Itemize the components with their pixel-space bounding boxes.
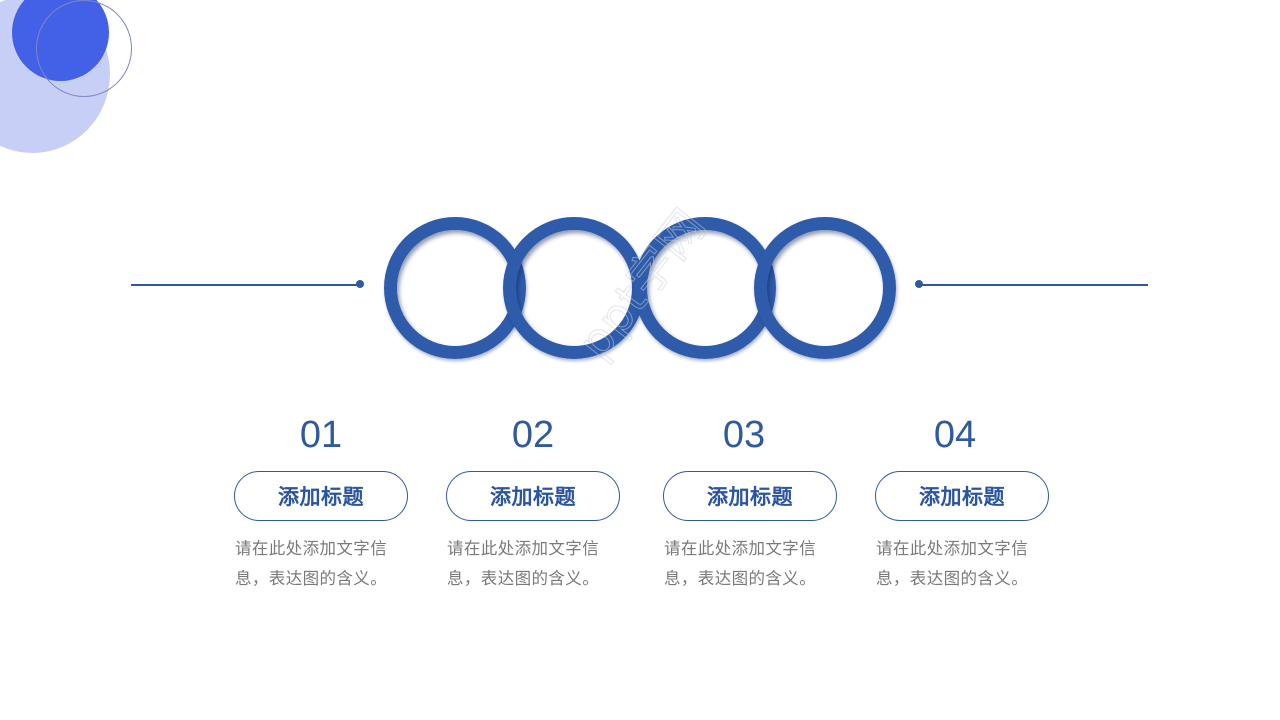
item-description-4: 请在此处添加文字信 息，表达图的含义。 xyxy=(876,534,1056,594)
item-description-1-line-2: 息，表达图的含义。 xyxy=(235,569,388,588)
item-number-1: 01 xyxy=(299,414,343,456)
item-number-2: 02 xyxy=(511,414,555,456)
item-number-4: 04 xyxy=(933,414,977,456)
item-description-1-line-1: 请在此处添加文字信 xyxy=(235,539,388,558)
item-title-button-3[interactable]: 添加标题 xyxy=(663,471,837,521)
left-connector-dot xyxy=(356,280,364,288)
left-connector-line xyxy=(131,284,360,286)
item-title-button-4[interactable]: 添加标题 xyxy=(875,471,1049,521)
item-description-2: 请在此处添加文字信 息，表达图的含义。 xyxy=(447,534,627,594)
ring-4 xyxy=(754,217,896,359)
item-number-3: 03 xyxy=(722,414,766,456)
item-description-3-line-1: 请在此处添加文字信 xyxy=(664,539,817,558)
item-description-2-line-2: 息，表达图的含义。 xyxy=(447,569,600,588)
ring-2 xyxy=(503,217,645,359)
right-connector-line xyxy=(919,284,1148,286)
item-description-1: 请在此处添加文字信 息，表达图的含义。 xyxy=(235,534,415,594)
item-description-3: 请在此处添加文字信 息，表达图的含义。 xyxy=(664,534,844,594)
item-description-2-line-1: 请在此处添加文字信 xyxy=(447,539,600,558)
item-description-4-line-1: 请在此处添加文字信 xyxy=(876,539,1029,558)
item-description-3-line-2: 息，表达图的含义。 xyxy=(664,569,817,588)
decorative-outline-circle xyxy=(36,0,132,97)
item-title-button-1[interactable]: 添加标题 xyxy=(234,471,408,521)
item-description-4-line-2: 息，表达图的含义。 xyxy=(876,569,1029,588)
item-title-button-2[interactable]: 添加标题 xyxy=(446,471,620,521)
